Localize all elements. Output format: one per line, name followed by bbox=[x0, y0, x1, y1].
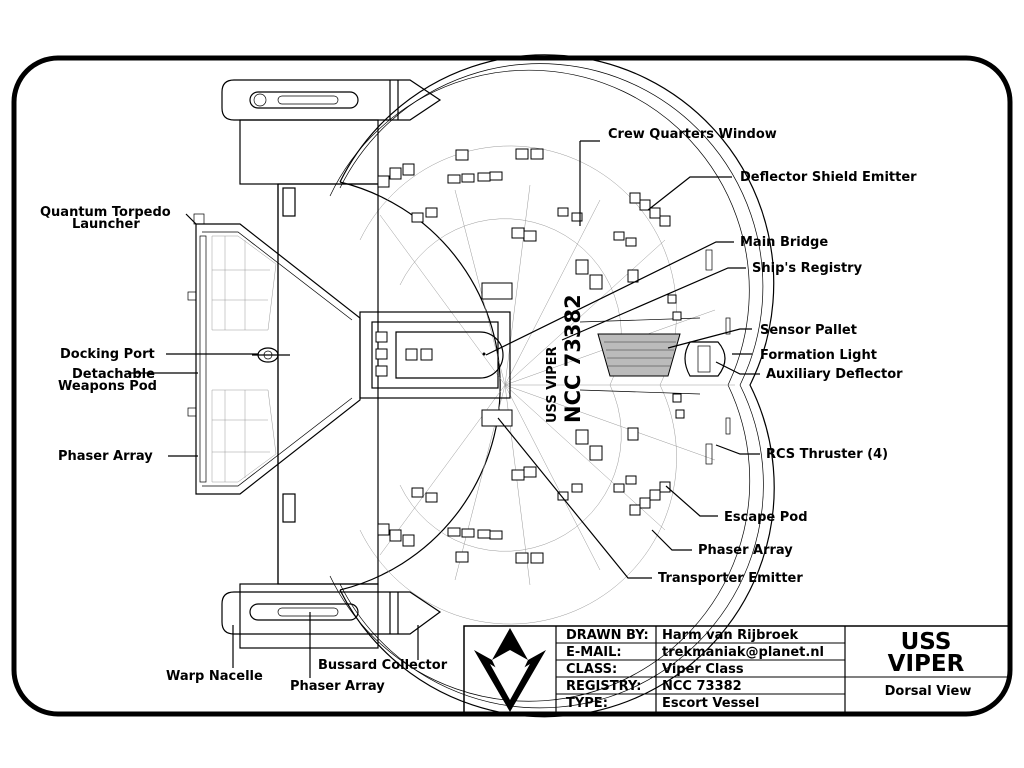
label-phaser-array-nacelle: Phaser Array bbox=[290, 679, 385, 694]
label-deflector-shield-emitter: Deflector Shield Emitter bbox=[740, 170, 917, 185]
label-detachable: Detachable bbox=[72, 367, 155, 382]
label-rcs-thruster: RCS Thruster (4) bbox=[766, 447, 888, 462]
title-block: DRAWN BY: Harm van Rijbroek E-MAIL: trek… bbox=[463, 625, 1010, 714]
hull-registry-number: NCC 73382 bbox=[561, 294, 585, 423]
label-sensor-pallet: Sensor Pallet bbox=[760, 323, 857, 338]
label-transporter-emitter: Transporter Emitter bbox=[658, 571, 803, 586]
title-value-drawn-by: Harm van Rijbroek bbox=[662, 628, 799, 643]
label-main-bridge: Main Bridge bbox=[740, 235, 828, 250]
label-weapons-pod: Weapons Pod bbox=[58, 379, 157, 394]
label-formation-light: Formation Light bbox=[760, 348, 877, 363]
title-key-email: E-MAIL: bbox=[566, 645, 622, 660]
label-docking-port: Docking Port bbox=[60, 347, 155, 362]
hull-registry: USS VIPER NCC 73382 bbox=[545, 294, 585, 423]
label-auxiliary-deflector: Auxiliary Deflector bbox=[766, 367, 903, 382]
callout-lines bbox=[128, 140, 760, 678]
title-value-registry: NCC 73382 bbox=[662, 679, 742, 694]
title-key-class: CLASS: bbox=[566, 662, 617, 677]
label-quantum-torpedo: Quantum Torpedo bbox=[40, 205, 171, 220]
label-ships-registry: Ship's Registry bbox=[752, 261, 863, 276]
title-value-class: Viper Class bbox=[662, 662, 744, 677]
title-key-drawn-by: DRAWN BY: bbox=[566, 628, 649, 643]
label-crew-quarters-window: Crew Quarters Window bbox=[608, 127, 777, 142]
callout-labels: Crew Quarters Window Deflector Shield Em… bbox=[40, 127, 917, 694]
ship-outline bbox=[187, 54, 775, 718]
title-value-email: trekmaniak@planet.nl bbox=[662, 645, 824, 660]
label-phaser-array-pod: Phaser Array bbox=[58, 449, 153, 464]
title-key-type: TYPE: bbox=[566, 696, 608, 711]
title-view: Dorsal View bbox=[885, 684, 972, 699]
title-value-type: Escort Vessel bbox=[662, 696, 759, 711]
title-key-registry: REGISTRY: bbox=[566, 679, 641, 694]
title-ship-prefix: USS bbox=[901, 629, 952, 655]
label-phaser-array-saucer: Phaser Array bbox=[698, 543, 793, 558]
hull-registry-name: USS VIPER bbox=[545, 346, 560, 423]
title-ship-name: VIPER bbox=[888, 651, 965, 677]
viper-emblem-logo bbox=[474, 628, 546, 712]
drawing-border bbox=[11, 55, 1013, 717]
label-warp-nacelle: Warp Nacelle bbox=[166, 669, 263, 684]
label-escape-pod: Escape Pod bbox=[724, 510, 808, 525]
label-bussard-collector: Bussard Collector bbox=[318, 658, 448, 673]
label-launcher: Launcher bbox=[72, 217, 140, 232]
